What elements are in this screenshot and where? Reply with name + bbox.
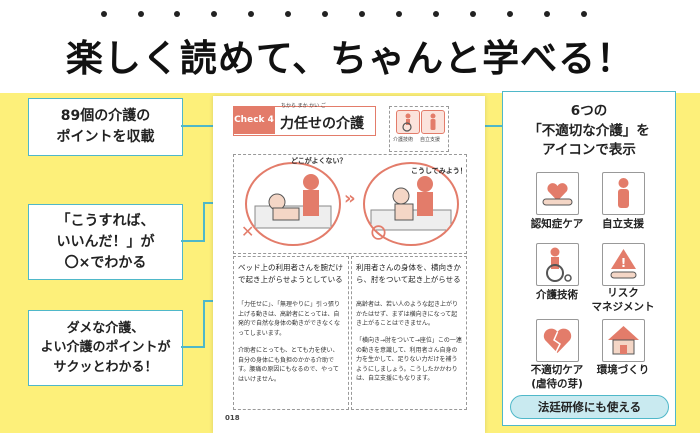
callout-points: 89個の介護の ポイントを収載	[28, 98, 183, 156]
title-ruby: ちから まか かい ご	[281, 103, 326, 109]
callout-ox: 「こうすれば、 いいんだ！」が 〇×でわかる	[28, 204, 183, 280]
category-icons	[389, 106, 449, 152]
bad-lead: ベッド上の利用者さんを腕だけで起き上がらせようとしている	[238, 263, 343, 284]
good-body-2: 「横向き→肘をついて→座位」この一連の動きを意識して、利用者さん自身の力を生かし…	[356, 337, 462, 383]
arrow-icon: »	[344, 188, 356, 209]
icon-label: 介護技術	[536, 289, 578, 301]
connector-line	[203, 300, 205, 348]
good-example-illustration	[363, 162, 459, 246]
good-bubble: こうしてみよう！	[411, 167, 467, 175]
warning-hand-icon: !	[602, 243, 645, 286]
wheelchair-icon	[396, 110, 420, 134]
check-title: 力任せの介護	[280, 116, 364, 132]
bad-body-2: 介助者にとっても、とても力を使い、自分の身体にも負担のかかる介助です。腰痛の原因…	[238, 347, 339, 383]
good-body: 高齢者は、若い人のような起き上がりかたはせず、まずは横向きになって起き上がること…	[356, 301, 459, 328]
page-title: 楽しく読めて、ちゃんと学べる！	[65, 37, 635, 80]
hands-heart-icon	[536, 172, 579, 215]
house-icon	[602, 319, 645, 362]
icon-legend-panel: 6つの 「不適切な介護」を アイコンで表示 認知症ケア 自立支援 介護技術 ! …	[502, 91, 676, 426]
legend-heading: 6つの 「不適切な介護」を アイコンで表示	[528, 103, 650, 159]
icon-label: 自立支援	[420, 137, 441, 143]
icon-label: 認知症ケア	[530, 218, 584, 230]
bad-text-frame	[233, 256, 349, 410]
check-badge: Check 4	[233, 106, 275, 134]
bad-bubble: どこがよくない？	[291, 157, 347, 165]
callout-good-bad: ダメな介護、 よい介護のポイントが サクッとわかる！	[28, 310, 183, 386]
good-lead: 利用者さんの身体を、横向きから、肘をついて起き上がらせる	[356, 263, 461, 284]
connector-line	[181, 346, 204, 348]
icon-label: 環境づくり	[596, 364, 650, 376]
person-standing-icon	[602, 172, 645, 215]
connector-line	[181, 240, 204, 242]
page-number: 018	[225, 414, 240, 422]
svg-text:!: !	[621, 256, 626, 270]
good-mark: 〇	[371, 224, 387, 242]
icon-label: 不適切ケア (虐待の芽)	[530, 364, 584, 391]
illustration-frame	[233, 154, 467, 254]
icon-label: リスク マネジメント	[591, 287, 655, 314]
person-standing-icon	[421, 110, 445, 134]
training-pill: 法廷研修にも使える	[510, 395, 669, 419]
good-text-frame	[351, 256, 467, 410]
connector-line	[181, 125, 236, 127]
emphasis-dots	[0, 11, 700, 23]
connector-line	[203, 202, 205, 242]
bad-example-illustration	[245, 162, 341, 246]
icon-label: 介護技術	[393, 137, 414, 143]
wheelchair-icon	[536, 243, 579, 286]
book-page-preview: Check 4 ちから まか かい ご 力任せの介護 介護技術 自立支援 どこが…	[213, 96, 485, 433]
broken-heart-icon	[536, 319, 579, 362]
bad-mark: ✕	[241, 222, 255, 241]
icon-label: 自立支援	[602, 218, 644, 230]
bad-body: 「力任せに」、「無理やりに」引っ張り上げる動きは、高齢者にとっては、自発的で自然…	[238, 301, 341, 337]
